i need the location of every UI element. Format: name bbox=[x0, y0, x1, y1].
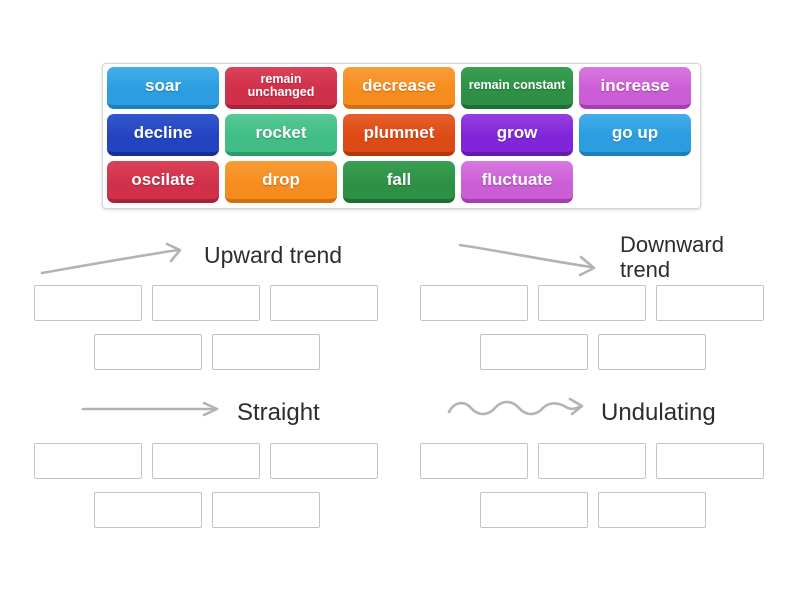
drop-slot-straight-5[interactable] bbox=[212, 492, 320, 528]
slot-row bbox=[420, 443, 764, 479]
group-label-upward-trend: Upward trend bbox=[204, 242, 343, 268]
drop-slot-upward-4[interactable] bbox=[94, 334, 202, 370]
tile-remain-constant[interactable]: remain constant bbox=[461, 67, 573, 109]
drop-slot-downward-2[interactable] bbox=[538, 285, 646, 321]
drop-slot-straight-2[interactable] bbox=[152, 443, 260, 479]
group-slots-straight bbox=[34, 443, 378, 528]
slot-row bbox=[94, 334, 378, 370]
slot-row bbox=[94, 492, 378, 528]
straight-arrow-icon bbox=[81, 401, 219, 417]
drop-slot-undulating-5[interactable] bbox=[598, 492, 706, 528]
drop-slot-straight-1[interactable] bbox=[34, 443, 142, 479]
drop-slot-downward-1[interactable] bbox=[420, 285, 528, 321]
drop-slot-upward-3[interactable] bbox=[270, 285, 378, 321]
tile-fluctuate[interactable]: fluctuate bbox=[461, 161, 573, 203]
tile-oscilate[interactable]: oscilate bbox=[107, 161, 219, 203]
tile-increase[interactable]: increase bbox=[579, 67, 691, 109]
group-label-downward-trend: Downward trend bbox=[620, 232, 724, 282]
tile-go-up[interactable]: go up bbox=[579, 114, 691, 156]
drop-slot-downward-3[interactable] bbox=[656, 285, 764, 321]
tile-decline[interactable]: decline bbox=[107, 114, 219, 156]
drop-slot-upward-1[interactable] bbox=[34, 285, 142, 321]
drop-slot-straight-3[interactable] bbox=[270, 443, 378, 479]
tile-soar[interactable]: soar bbox=[107, 67, 219, 109]
wavy-arrow-icon bbox=[447, 397, 584, 416]
drop-slot-undulating-4[interactable] bbox=[480, 492, 588, 528]
group-label-undulating: Undulating bbox=[601, 399, 716, 426]
falling-arrow-icon bbox=[458, 243, 596, 277]
tile-rocket[interactable]: rocket bbox=[225, 114, 337, 156]
tile-fall[interactable]: fall bbox=[343, 161, 455, 203]
drop-slot-upward-2[interactable] bbox=[152, 285, 260, 321]
group-slots-upward-trend bbox=[34, 285, 378, 370]
tile-remain-unchanged[interactable]: remain unchanged bbox=[225, 67, 337, 109]
slot-row bbox=[480, 334, 764, 370]
slot-row bbox=[420, 285, 764, 321]
slot-row bbox=[34, 443, 378, 479]
rising-arrow-icon bbox=[40, 242, 182, 275]
group-slots-downward-trend bbox=[420, 285, 764, 370]
drop-slot-undulating-3[interactable] bbox=[656, 443, 764, 479]
drop-slot-upward-5[interactable] bbox=[212, 334, 320, 370]
drop-slot-straight-4[interactable] bbox=[94, 492, 202, 528]
slot-row bbox=[480, 492, 764, 528]
slot-row bbox=[34, 285, 378, 321]
tile-grow[interactable]: grow bbox=[461, 114, 573, 156]
group-slots-undulating bbox=[420, 443, 764, 528]
drop-slot-undulating-2[interactable] bbox=[538, 443, 646, 479]
drop-slot-downward-5[interactable] bbox=[598, 334, 706, 370]
tile-plummet[interactable]: plummet bbox=[343, 114, 455, 156]
drop-slot-downward-4[interactable] bbox=[480, 334, 588, 370]
tile-drop[interactable]: drop bbox=[225, 161, 337, 203]
drop-slot-undulating-1[interactable] bbox=[420, 443, 528, 479]
tile-decrease[interactable]: decrease bbox=[343, 67, 455, 109]
group-label-straight: Straight bbox=[237, 399, 320, 426]
